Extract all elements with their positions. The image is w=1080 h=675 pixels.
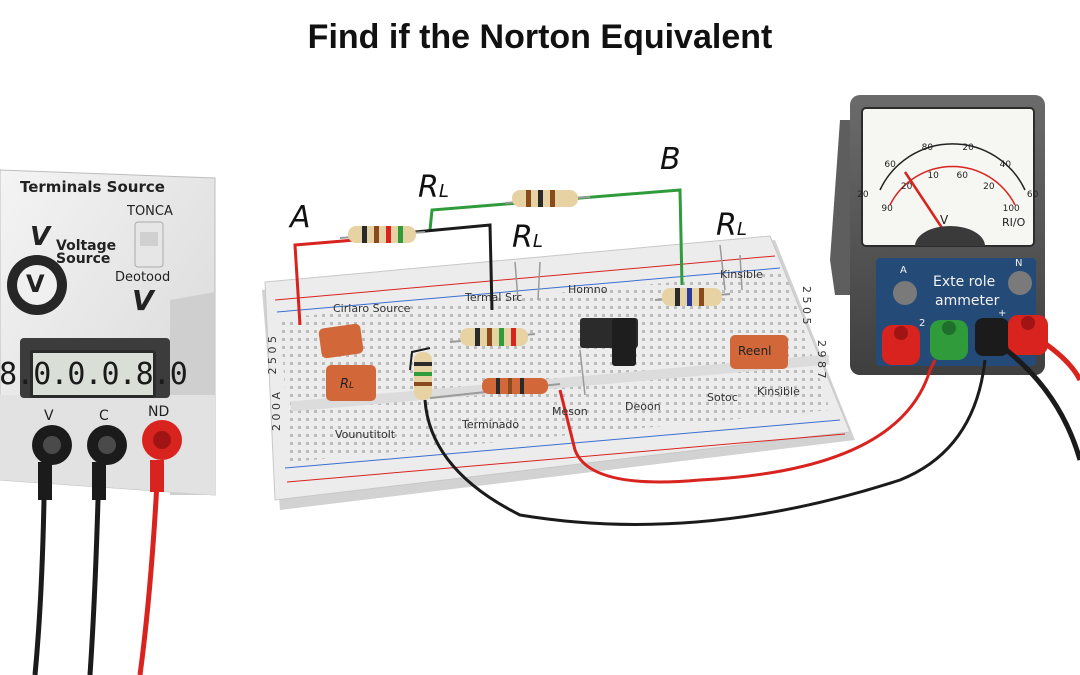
terminal-c[interactable] bbox=[87, 425, 127, 465]
rl-label-3: RL bbox=[716, 208, 747, 243]
knob-a[interactable] bbox=[893, 281, 917, 305]
resistor-vertical bbox=[414, 352, 432, 400]
capacitor-left-top bbox=[318, 323, 364, 359]
terminal-c-label: C bbox=[99, 408, 109, 424]
capacitor-left-bottom bbox=[326, 365, 376, 401]
supply-title: Terminals Source bbox=[20, 178, 165, 196]
jack-term-right-label: + bbox=[998, 308, 1007, 319]
mode-label: Deotood bbox=[115, 270, 171, 285]
supply-left-v: V bbox=[30, 222, 51, 252]
page-title: Find if the Norton Equivalent bbox=[307, 18, 773, 56]
dial-symbol: V bbox=[26, 270, 45, 298]
component-leads bbox=[514, 244, 743, 396]
terminal-nd[interactable] bbox=[142, 420, 182, 460]
bb-side-right-bottom: 2 9 8 7 bbox=[815, 340, 828, 379]
voltage-source-label: Voltage Source bbox=[56, 238, 117, 267]
switch-label: TONCA bbox=[127, 204, 173, 219]
meter-tick-inner-4: 20 bbox=[983, 182, 995, 193]
knob-a-label: A bbox=[900, 265, 907, 276]
resistor-middle bbox=[449, 328, 536, 346]
bb-current-source: Cirlaro Source bbox=[333, 302, 411, 315]
terminal-v[interactable] bbox=[32, 425, 72, 465]
resistor-orange bbox=[429, 378, 561, 399]
wire-black-left bbox=[409, 347, 431, 371]
meter-tick-inner-0: 90 bbox=[881, 204, 893, 214]
bb-side-left-bottom: 2 0 0 A bbox=[270, 392, 283, 432]
meter-tick-outer-5: 60 bbox=[1026, 190, 1039, 200]
meter-tick-inner-1: 20 bbox=[900, 182, 913, 193]
bb-side-left-top: 2 5 0 5 bbox=[266, 336, 279, 375]
rl-label-2: RL bbox=[512, 220, 543, 255]
bb-homno: Homno bbox=[568, 283, 608, 296]
meter-tick-inner-2: 10 bbox=[927, 170, 939, 181]
terminal-nd-label: ND bbox=[148, 404, 170, 420]
meter-tick-inner-5: 100 bbox=[1002, 204, 1020, 214]
jack-red-right[interactable] bbox=[1008, 315, 1048, 355]
rl-label-1: RL bbox=[418, 170, 449, 205]
capacitor-right bbox=[730, 335, 788, 369]
node-a-label: A bbox=[290, 200, 311, 235]
resistor-top-left bbox=[339, 226, 426, 243]
ammeter-panel-line1: Exte role bbox=[933, 274, 996, 290]
resistor-right bbox=[654, 288, 731, 306]
knob-n[interactable] bbox=[1008, 271, 1032, 295]
knob-n-label: N bbox=[1015, 258, 1023, 269]
power-supply bbox=[0, 169, 216, 496]
bb-sotoc: Sotoc bbox=[707, 391, 738, 404]
bb-deoon: Deoon bbox=[625, 400, 661, 413]
wire-red-a bbox=[293, 238, 356, 326]
needle-label: V bbox=[940, 213, 949, 227]
ammeter-panel-line2: ammeter bbox=[935, 293, 1000, 309]
bb-meson: Meson bbox=[552, 405, 588, 418]
jack-red[interactable] bbox=[882, 325, 920, 365]
meter-tick-outer-1: 60 bbox=[884, 159, 896, 170]
meter-tick-outer-3: 20 bbox=[962, 143, 974, 154]
jack-term-left-label: 2 bbox=[919, 318, 926, 329]
resistor-top-center bbox=[504, 190, 591, 207]
supply-big-v: V bbox=[132, 284, 154, 317]
jack-green[interactable] bbox=[930, 320, 968, 360]
bb-voltmeter: Vounutitolt bbox=[335, 428, 396, 441]
wire-black-top bbox=[414, 223, 494, 311]
node-b-label: B bbox=[660, 142, 681, 177]
terminal-v-label: V bbox=[44, 408, 54, 424]
range-label: RI/O bbox=[1002, 216, 1026, 229]
supply-leads bbox=[32, 460, 164, 675]
supply-display: 8.0.0.0.8.0 bbox=[0, 350, 188, 398]
meter-tick-outer-4: 40 bbox=[999, 159, 1012, 170]
bb-terminal-src: Termal Src bbox=[465, 291, 523, 304]
meter-tick-outer-0: 20 bbox=[857, 190, 869, 200]
bb-kinsible-2: Kinsible bbox=[757, 385, 800, 398]
ammeter bbox=[830, 95, 1048, 375]
meter-tick-inner-3: 60 bbox=[956, 170, 968, 181]
bb-terminado: Terminado bbox=[462, 418, 520, 431]
bb-side-right-top: 2 5 0 5 bbox=[800, 286, 813, 325]
meter-tick-outer-2: 80 bbox=[921, 143, 934, 154]
cap-reen-label: Reenl bbox=[738, 344, 772, 358]
cap-rl-label: RL bbox=[340, 377, 355, 392]
bb-kinsible: Kinsible bbox=[720, 268, 763, 281]
meter-leads bbox=[423, 337, 1080, 526]
transistor-chip bbox=[580, 318, 638, 366]
